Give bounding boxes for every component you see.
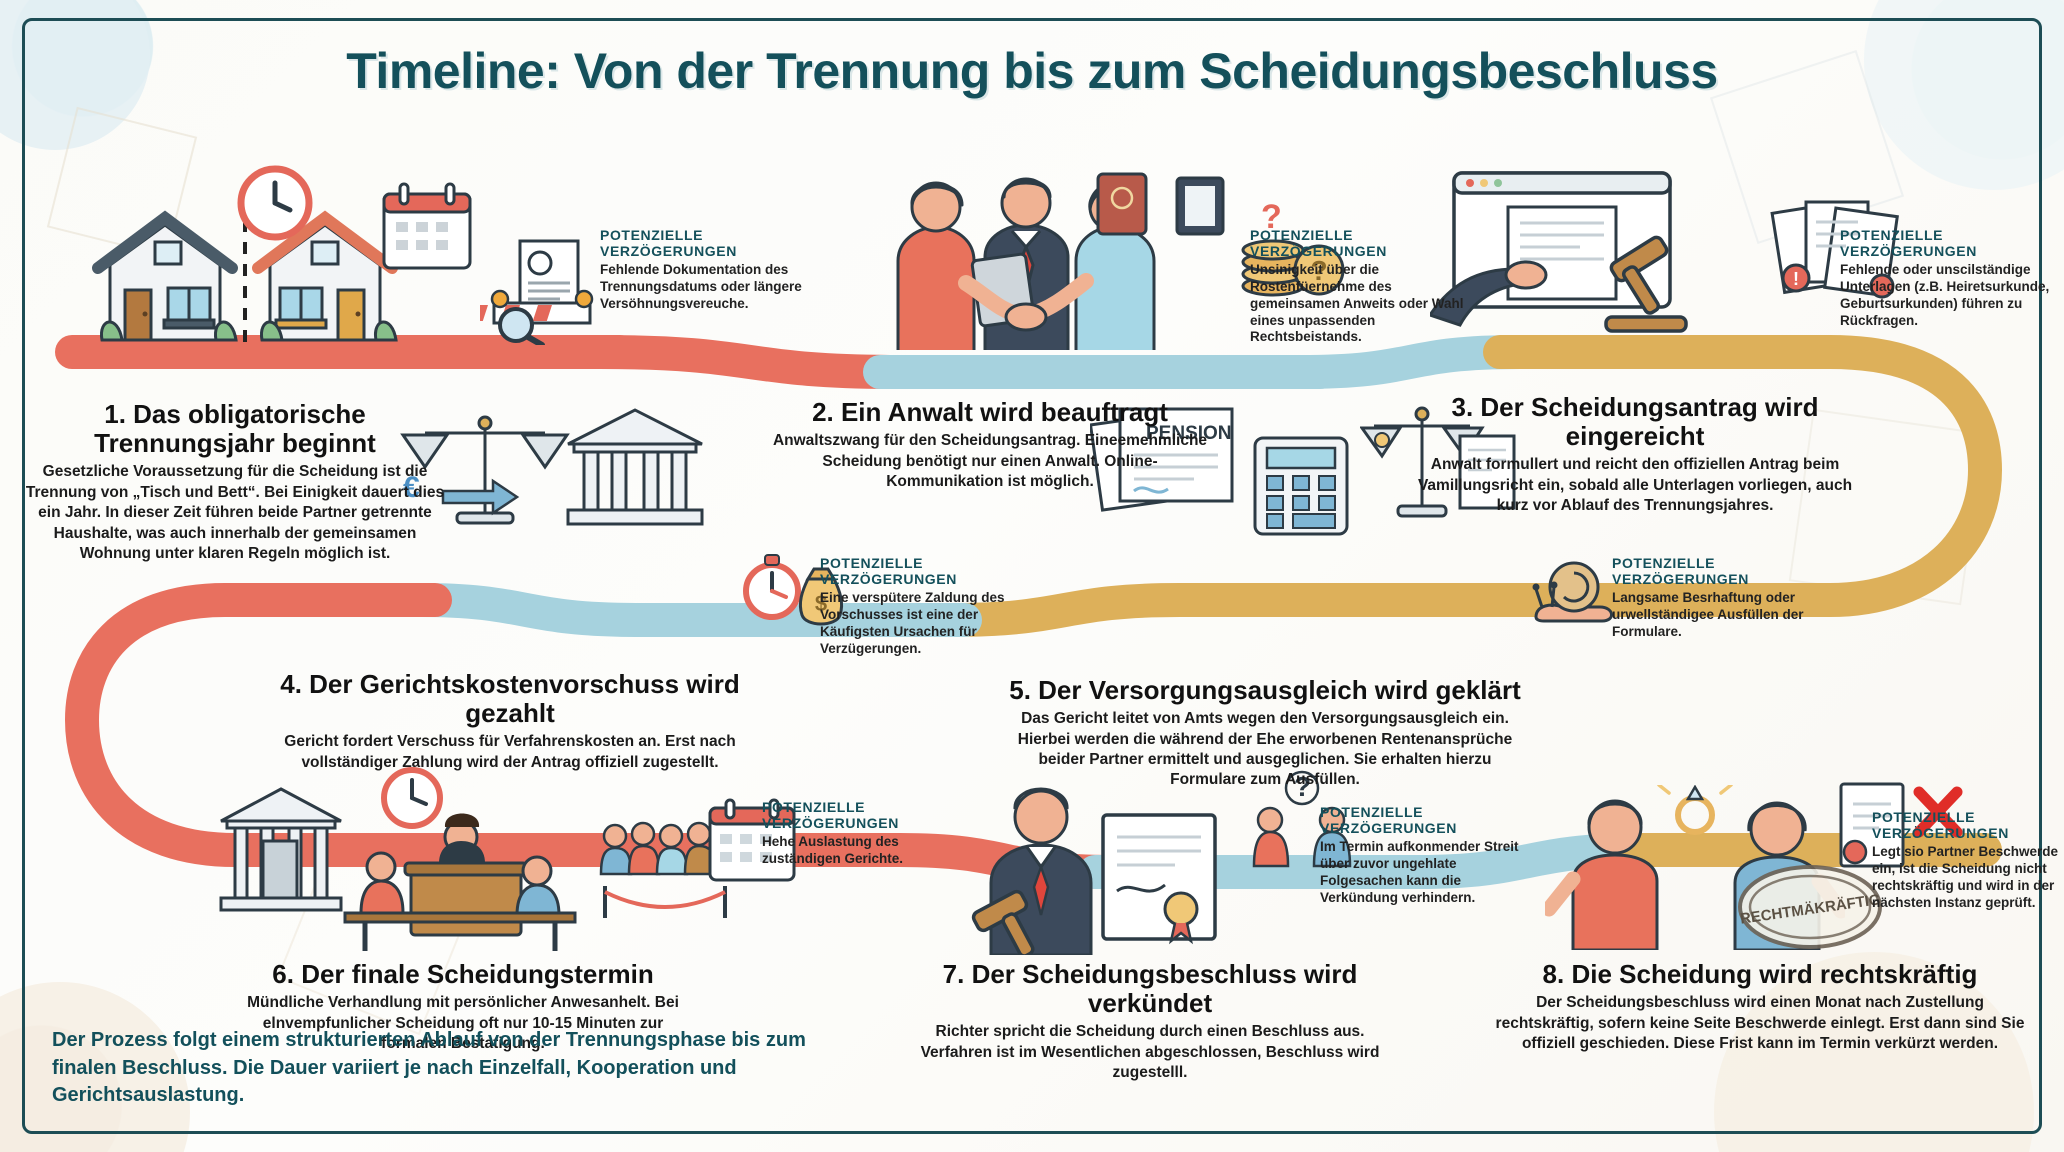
step-6-title: 6. Der finale Scheidungstermin [272,959,654,989]
delay-heading-4: POTENZIELLE VERZÖGERUNGEN [820,555,957,587]
svg-text:?: ? [1294,771,1311,802]
step-4-body: Gericht fordert Verschuss für Verfahrens… [284,733,736,771]
footer-summary: Der Prozess folgt einem strukturierten A… [52,1029,806,1107]
step-3-title: 3. Der Scheidungsantrag wird eingereicht [1451,392,1819,452]
step-7-title: 7. Der Scheidungsbeschluss wird verkünde… [942,959,1358,1019]
delay-text-8: Legt sio Partner Beschwerde ein, ist die… [1872,843,2059,910]
svg-text:?: ? [1310,255,1327,286]
step-2-body: Anwaltszwang für den Scheidungsantrag. E… [772,432,1208,491]
step-7: 7. Der Scheidungsbeschluss wird verkünde… [900,959,1400,1084]
courthouse-icon [566,408,704,526]
delay-heading-3: POTENZIELLE VERZÖGERUNGEN [1840,227,1977,259]
snail-icon [1532,561,1613,623]
page-title: Timeline: Von der Trennung bis zum Schei… [346,43,1718,99]
delay-heading-8: POTENZIELLE VERZÖGERUNGEN [1872,809,2009,841]
step-8-body: Der Scheidungsbeschluss wird einen Monat… [1495,994,2025,1053]
calendar-queue-icon [708,798,796,882]
step-1-body: Gesetzliche Voraussetzung für die Scheid… [25,463,445,563]
step-1: 1. Das obligatorische Trennungsjahr begi… [20,399,450,564]
step-8: 8. Die Scheidung wird rechtskräftig Der … [1490,959,2030,1054]
handshake-lawyer-icon [896,177,1156,350]
courtroom-hearing-icon [219,787,577,951]
delay-text-2: Unsinigkeit über die Rostenfüernehme des… [1250,261,1464,345]
waiting-queue-icon [599,821,727,918]
delay-text-1: Fehlende Dokumentation des Trennungsdatu… [600,261,802,311]
delay-text-7: Im Termin aufkonmender Streit über zuvor… [1320,838,1519,905]
svg-text:€: € [403,471,420,504]
stopwatch-money-bag-icon: $ [743,554,844,626]
step-5-body: Das Gericht leitet von Amts wegen den Ve… [1017,710,1513,789]
poster-border [22,18,2042,1134]
coins-question-mark-icon: ? ? [1241,200,1345,297]
step-5-title: 5. Der Versorgungsausgleich wird geklärt [1009,675,1521,705]
step-6-body: Mündliche Verhandlung mit persönlicher A… [247,994,679,1053]
dispute-people-question-icon: ? [1252,770,1352,868]
svg-text:!: ! [1793,269,1799,289]
step-8-title: 8. Die Scheidung wird rechtskräftig [1542,959,1978,989]
step-2: 2. Ein Anwalt wird beauftragt Anwaltszwa… [770,397,1210,492]
delay-note-4: POTENZIELLE VERZÖGERUNGEN Eine verspüter… [820,555,1035,657]
step-3: 3. Der Scheidungsantrag wird eingereicht… [1405,392,1865,517]
stacked-documents-alert-icon: ! [1770,200,1899,299]
scales-euro-icon: € [400,415,570,525]
delay-heading-1: POTENZIELLE VERZÖGERUNGEN [600,227,737,259]
delay-heading-5: POTENZIELLE VERZÖGERUNGEN [1612,555,1749,587]
step-5: 5. Der Versorgungsausgleich wird geklärt… [1000,675,1530,791]
svg-text:$: $ [815,591,827,616]
delay-note-6: POTENZIELLE VERZÖGERUNGEN Hehe Auslastun… [762,799,977,868]
delay-note-8: POTENZIELLE VERZÖGERUNGEN Legt sio Partn… [1872,809,2062,911]
step-2-title: 2. Ein Anwalt wird beauftragt [812,397,1168,427]
step-4: 4. Der Gerichtskostenvorschuss wird geza… [255,669,765,773]
delay-text-4: Eine verspütere Zaldung des Vorschusses … [820,589,1005,656]
clock-small-icon [381,767,443,829]
passport-icon [1096,172,1148,236]
svg-text:?: ? [1261,200,1282,236]
pension-documents-icon: PENSION [1090,407,1234,512]
online-filing-gavel-icon [1430,171,1688,333]
delay-heading-6: POTENZIELLE VERZÖGERUNGEN [762,799,899,831]
delay-text-6: Hehe Auslastung des zuständigen Gerichte… [762,833,904,866]
svg-text:PENSION: PENSION [1146,423,1232,444]
calendar-icon [382,182,472,270]
step-4-title: 4. Der Gerichtskostenvorschuss wird geza… [280,669,740,729]
stamp-rechtskraeftig: RECHTMÄKRÄFTIG [1735,862,1885,952]
scales-documents-icon [1360,406,1516,518]
delay-note-2: POTENZIELLE VERZÖGERUNGEN Unsinigkeit üb… [1250,227,1465,346]
red-cross-document-icon [1839,782,1963,868]
delay-text-5: Langsame Besrhaftung oder urwellständige… [1612,589,1804,639]
step-1-title: 1. Das obligatorische Trennungsjahr begi… [94,399,376,459]
clock-icon [237,165,313,241]
delay-note-1: POTENZIELLE VERZÖGERUNGEN Fehlende Dokum… [600,227,815,313]
step-6: 6. Der finale Scheidungstermin Mündliche… [228,959,698,1054]
book-icon [1175,176,1225,236]
delay-note-5: POTENZIELLE VERZÖGERUNGEN Langsame Besrh… [1612,555,1827,641]
calculator-icon [1253,436,1349,536]
judge-certificate-gavel-icon [971,787,1217,955]
step-7-body: Richter spricht die Scheidung durch eine… [920,1023,1380,1082]
delay-note-3: POTENZIELLE VERZÖGERUNGEN Fehlende oder … [1840,227,2055,329]
delay-heading-2: POTENZIELLE VERZÖGERUNGEN [1250,227,1387,259]
delay-text-3: Fehlende oder unscilständige Unterlagen … [1840,261,2050,328]
two-houses-divided-icon [92,198,398,348]
barrier-document-magnifier-icon [480,239,594,345]
delay-heading-7: POTENZIELLE VERZÖGERUNGEN [1320,804,1457,836]
delay-note-7: POTENZIELLE VERZÖGERUNGEN Im Termin aufk… [1320,804,1535,906]
step-3-body: Anwalt formullert und reicht den offizie… [1417,456,1853,515]
